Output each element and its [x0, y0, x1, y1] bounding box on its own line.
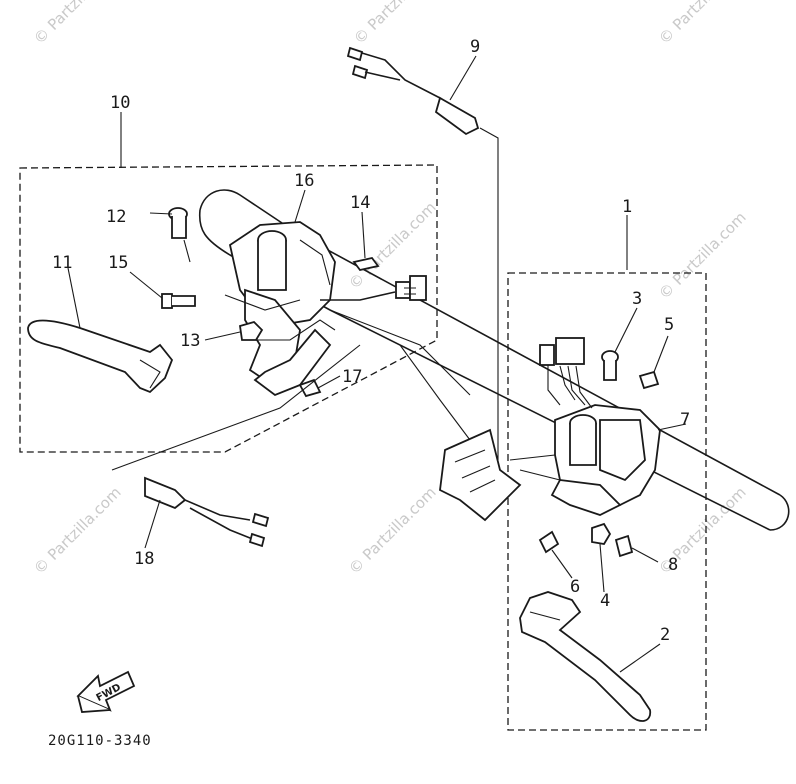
right-brake-lever	[519, 591, 652, 722]
callout-15: 15	[108, 253, 128, 273]
watermark: © Partzilla.com	[655, 0, 750, 48]
assembly-box-10	[19, 164, 438, 453]
callout-12: 12	[106, 207, 126, 227]
callout-6: 6	[570, 577, 580, 597]
callout-18: 18	[134, 549, 154, 569]
watermark: © Partzilla.com	[655, 208, 750, 303]
screw-8	[614, 534, 634, 558]
nut-13	[238, 320, 264, 341]
right-switch-housing	[509, 404, 661, 516]
right-switch-wires	[539, 337, 593, 409]
callout-13: 13	[180, 331, 200, 351]
assembly-box-1	[507, 272, 707, 731]
left-switch-wires	[320, 275, 427, 301]
callout-8: 8	[668, 555, 678, 575]
watermark: © Partzilla.com	[30, 483, 125, 578]
screw-14	[352, 256, 380, 272]
callout-10: 10	[110, 93, 130, 113]
callout-5: 5	[664, 315, 674, 335]
handlebar	[198, 189, 790, 531]
nut-4	[591, 522, 612, 545]
callout-7: 7	[680, 410, 690, 430]
screw-5	[638, 370, 660, 390]
cable-9	[346, 46, 499, 460]
left-switch-housing	[224, 221, 336, 397]
bolt-3	[601, 350, 619, 381]
callout-1: 1	[622, 197, 632, 217]
callout-3: 3	[632, 289, 642, 309]
watermark: © Partzilla.com	[30, 0, 125, 48]
callout-2: 2	[660, 625, 670, 645]
leader-lines	[67, 55, 687, 673]
diagram-code: 20G110-3340	[48, 733, 152, 749]
left-clutch-lever	[27, 319, 174, 394]
callout-16: 16	[294, 171, 314, 191]
cable-18	[111, 344, 361, 548]
screw-6	[538, 530, 560, 554]
bracket	[439, 428, 522, 522]
callout-11: 11	[52, 253, 72, 273]
watermark: © Partzilla.com	[345, 483, 440, 578]
bolt-12	[168, 207, 191, 263]
callouts: 10 9 1 3 5 7 8 6 4 2 12 11 15 14 16 13 1…	[52, 37, 690, 645]
callout-9: 9	[470, 37, 480, 57]
watermark: © Partzilla.com	[350, 0, 445, 48]
screw-15	[161, 293, 196, 309]
callout-4: 4	[600, 591, 610, 611]
screw-17	[298, 378, 322, 398]
fwd-arrow: FWD	[76, 670, 136, 713]
callout-14: 14	[350, 193, 370, 213]
callout-17: 17	[342, 367, 362, 387]
